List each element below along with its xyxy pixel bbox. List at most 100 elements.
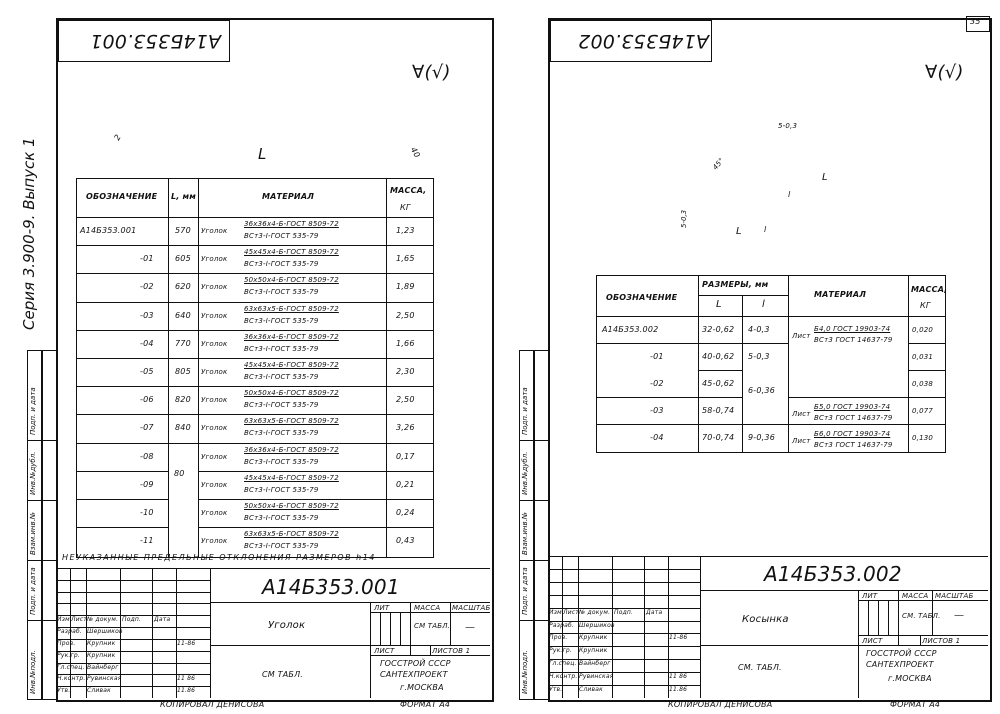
right-cell-mass: 0,031 bbox=[912, 353, 934, 361]
left-cell-designation: -10 bbox=[140, 508, 154, 517]
right-dim-l-right: l bbox=[788, 190, 791, 199]
right_sheet-grid-row-line bbox=[548, 685, 700, 687]
left-row-divider bbox=[198, 527, 434, 529]
left_sheet-grid-row-line bbox=[56, 674, 210, 676]
left_sheet-grid-name: Сливак bbox=[87, 687, 111, 695]
right-tb-org2: САНТЕХПРОЕКТ bbox=[866, 660, 934, 669]
left-tb-copied: КОПИРОВАЛ ДЕНИСОВА bbox=[160, 700, 265, 709]
left-tb-mass-hdr: МАССА bbox=[414, 604, 441, 612]
left_sheet-grid-row-line bbox=[56, 603, 210, 605]
left-cell-mat-line1: 50х50х4-Б-ГОСТ 8509-72 bbox=[244, 389, 339, 398]
left-cell-mat-type: Уголок bbox=[201, 396, 228, 405]
left_sheet-grid-header-cell: Лист bbox=[71, 616, 88, 624]
left_sheet-grid-row-line bbox=[56, 662, 210, 664]
left-side-label-5: Подп. и дата bbox=[29, 387, 37, 435]
left_sheet-grid-name: Вайнберг bbox=[87, 663, 119, 671]
right-th-mass: МАССА, bbox=[911, 285, 948, 294]
left_sheet-grid-header-cell: Изм. bbox=[57, 616, 72, 624]
left_sheet-grid-role: Пров. bbox=[57, 639, 76, 647]
left-row-divider bbox=[76, 245, 434, 247]
left-cell-mass: 2,50 bbox=[396, 395, 415, 405]
right-tb-sheet: ЛИСТ bbox=[862, 637, 883, 645]
right-row-divider bbox=[908, 397, 946, 398]
right_sheet-grid-row-line bbox=[548, 568, 700, 570]
left_sheet-grid-row-line bbox=[56, 650, 210, 652]
right-tb-scale-hdr: МАСШТАБ bbox=[935, 592, 974, 600]
right-th-material: МАТЕРИАЛ bbox=[814, 290, 867, 299]
right-cell-designation: -04 bbox=[650, 433, 664, 442]
left-cell-mat-line1: 63х63х5-Б-ГОСТ 8509-72 bbox=[244, 304, 339, 313]
left-cell-mass: 1,66 bbox=[396, 338, 415, 348]
right-dim-top: 5-0,3 bbox=[778, 122, 798, 130]
right_sheet-grid-name: Шершиков bbox=[579, 621, 615, 629]
left-tb-name: Уголок bbox=[268, 620, 306, 631]
right_sheet-grid-row-line bbox=[548, 581, 700, 583]
right-dim-L-bottom: L bbox=[736, 226, 742, 237]
left-tb-mass-val: СМ ТАБЛ. bbox=[414, 622, 451, 630]
left-cell-length: 805 bbox=[175, 367, 191, 376]
right-tb-lit-hdr: ЛИТ bbox=[862, 592, 878, 600]
left_sheet-grid-header-cell: Дата bbox=[154, 616, 171, 624]
left-cell-mat-line2: ВСт3-I-ГОСТ 535-79 bbox=[244, 457, 319, 466]
right-cell-L: 70-0,74 bbox=[702, 433, 735, 442]
left-cell-mass: 0,21 bbox=[396, 479, 415, 489]
left-row-divider bbox=[76, 470, 168, 472]
left-cell-designation: -09 bbox=[140, 479, 154, 489]
left_sheet-grid-role: Утв. bbox=[57, 687, 71, 695]
left-th-mass: МАССА, bbox=[390, 186, 427, 195]
right-row-divider bbox=[596, 424, 946, 425]
series-label: Серия 3.900-9. Выпуск 1 bbox=[20, 137, 38, 330]
left-cell-mat-line2: ВСт3-I-ГОСТ 535-79 bbox=[244, 288, 319, 297]
left-cell-mat-line2: ВСт3-I-ГОСТ 535-79 bbox=[244, 542, 319, 551]
left-cell-designation: -07 bbox=[140, 423, 154, 433]
right-th-mass-unit: КГ bbox=[920, 301, 931, 310]
right-tb-code: А14Б353.002 bbox=[764, 562, 902, 586]
right-dim-side-left: 5-0,3 bbox=[680, 209, 688, 228]
right-th-L: L bbox=[716, 299, 722, 310]
left-cell-mat-type: Уголок bbox=[201, 368, 228, 376]
right_sheet-grid-header-cell: № докум. bbox=[579, 608, 611, 616]
left-tb-city: г.МОСКВА bbox=[400, 683, 444, 692]
left-cell-mat-type: Уголок bbox=[201, 452, 228, 461]
left_sheet-grid-header-cell: Подп. bbox=[122, 616, 142, 624]
left-cell-length: 820 bbox=[175, 395, 191, 405]
left-cell-mat-line2: ВСт3-I-ГОСТ 535-79 bbox=[244, 316, 319, 325]
right-dim-L-right: L bbox=[822, 172, 828, 183]
right-material-divider bbox=[788, 397, 908, 398]
right-tb-mass-hdr: МАССА bbox=[902, 592, 929, 600]
right-roughness-mark: ∀(√) bbox=[925, 62, 964, 83]
left-cell-mat-type: Уголок bbox=[201, 537, 228, 546]
left-cell-designation: -05 bbox=[140, 367, 154, 376]
left-cell-length: 80 bbox=[174, 468, 185, 478]
right_sheet-grid-row-line bbox=[548, 672, 700, 674]
left-cell-mat-line1: 63х63х5-Б-ГОСТ 8509-72 bbox=[244, 530, 339, 539]
right-material-divider bbox=[788, 424, 908, 425]
right_sheet-grid-name: Вайнберг bbox=[579, 660, 611, 668]
right_sheet-grid-name: Крупник bbox=[579, 647, 608, 655]
right_sheet-grid-header-cell: Лист bbox=[563, 608, 580, 616]
left_sheet-grid-row-line bbox=[56, 615, 210, 617]
right_sheet-grid-name: Сливак bbox=[579, 686, 603, 694]
left-tb-code: А14Б353.001 bbox=[262, 575, 400, 599]
right-tb-scale-val: — bbox=[954, 610, 965, 621]
right-cell-designation: -03 bbox=[650, 406, 664, 415]
left-side-label-1: Инв.№подл. bbox=[29, 650, 37, 694]
right_sheet-grid-row-line bbox=[548, 633, 700, 635]
right_sheet-grid-role: Н.контр. bbox=[549, 673, 578, 681]
right-side-label-2: Подп. и дата bbox=[521, 567, 529, 615]
left_sheet-grid-row-line bbox=[56, 627, 210, 629]
left-roughness-mark: ∀(√) bbox=[412, 62, 451, 83]
left-cell-mat-type: Уголок bbox=[201, 339, 228, 348]
left-row-divider bbox=[198, 470, 434, 472]
right-cell-l: 4-0,3 bbox=[748, 325, 770, 334]
right-cell-designation: -01 bbox=[650, 352, 664, 361]
left_sheet-grid-col-line bbox=[70, 568, 71, 698]
right-tb-format: ФОРМАТ А4 bbox=[890, 700, 941, 709]
right_sheet-grid-col-line bbox=[644, 556, 645, 698]
left-th-length: L, мм bbox=[171, 192, 196, 201]
left-cell-mat-line1: 45х45х4-Б-ГОСТ 8509-72 bbox=[244, 248, 339, 257]
right-tb-city: г.МОСКВА bbox=[888, 674, 932, 683]
left-side-label-4: Инв.№дубл. bbox=[29, 451, 37, 495]
left-cell-mass: 0,43 bbox=[396, 536, 415, 546]
right-side-label-4: Инв.№дубл. bbox=[521, 451, 529, 495]
